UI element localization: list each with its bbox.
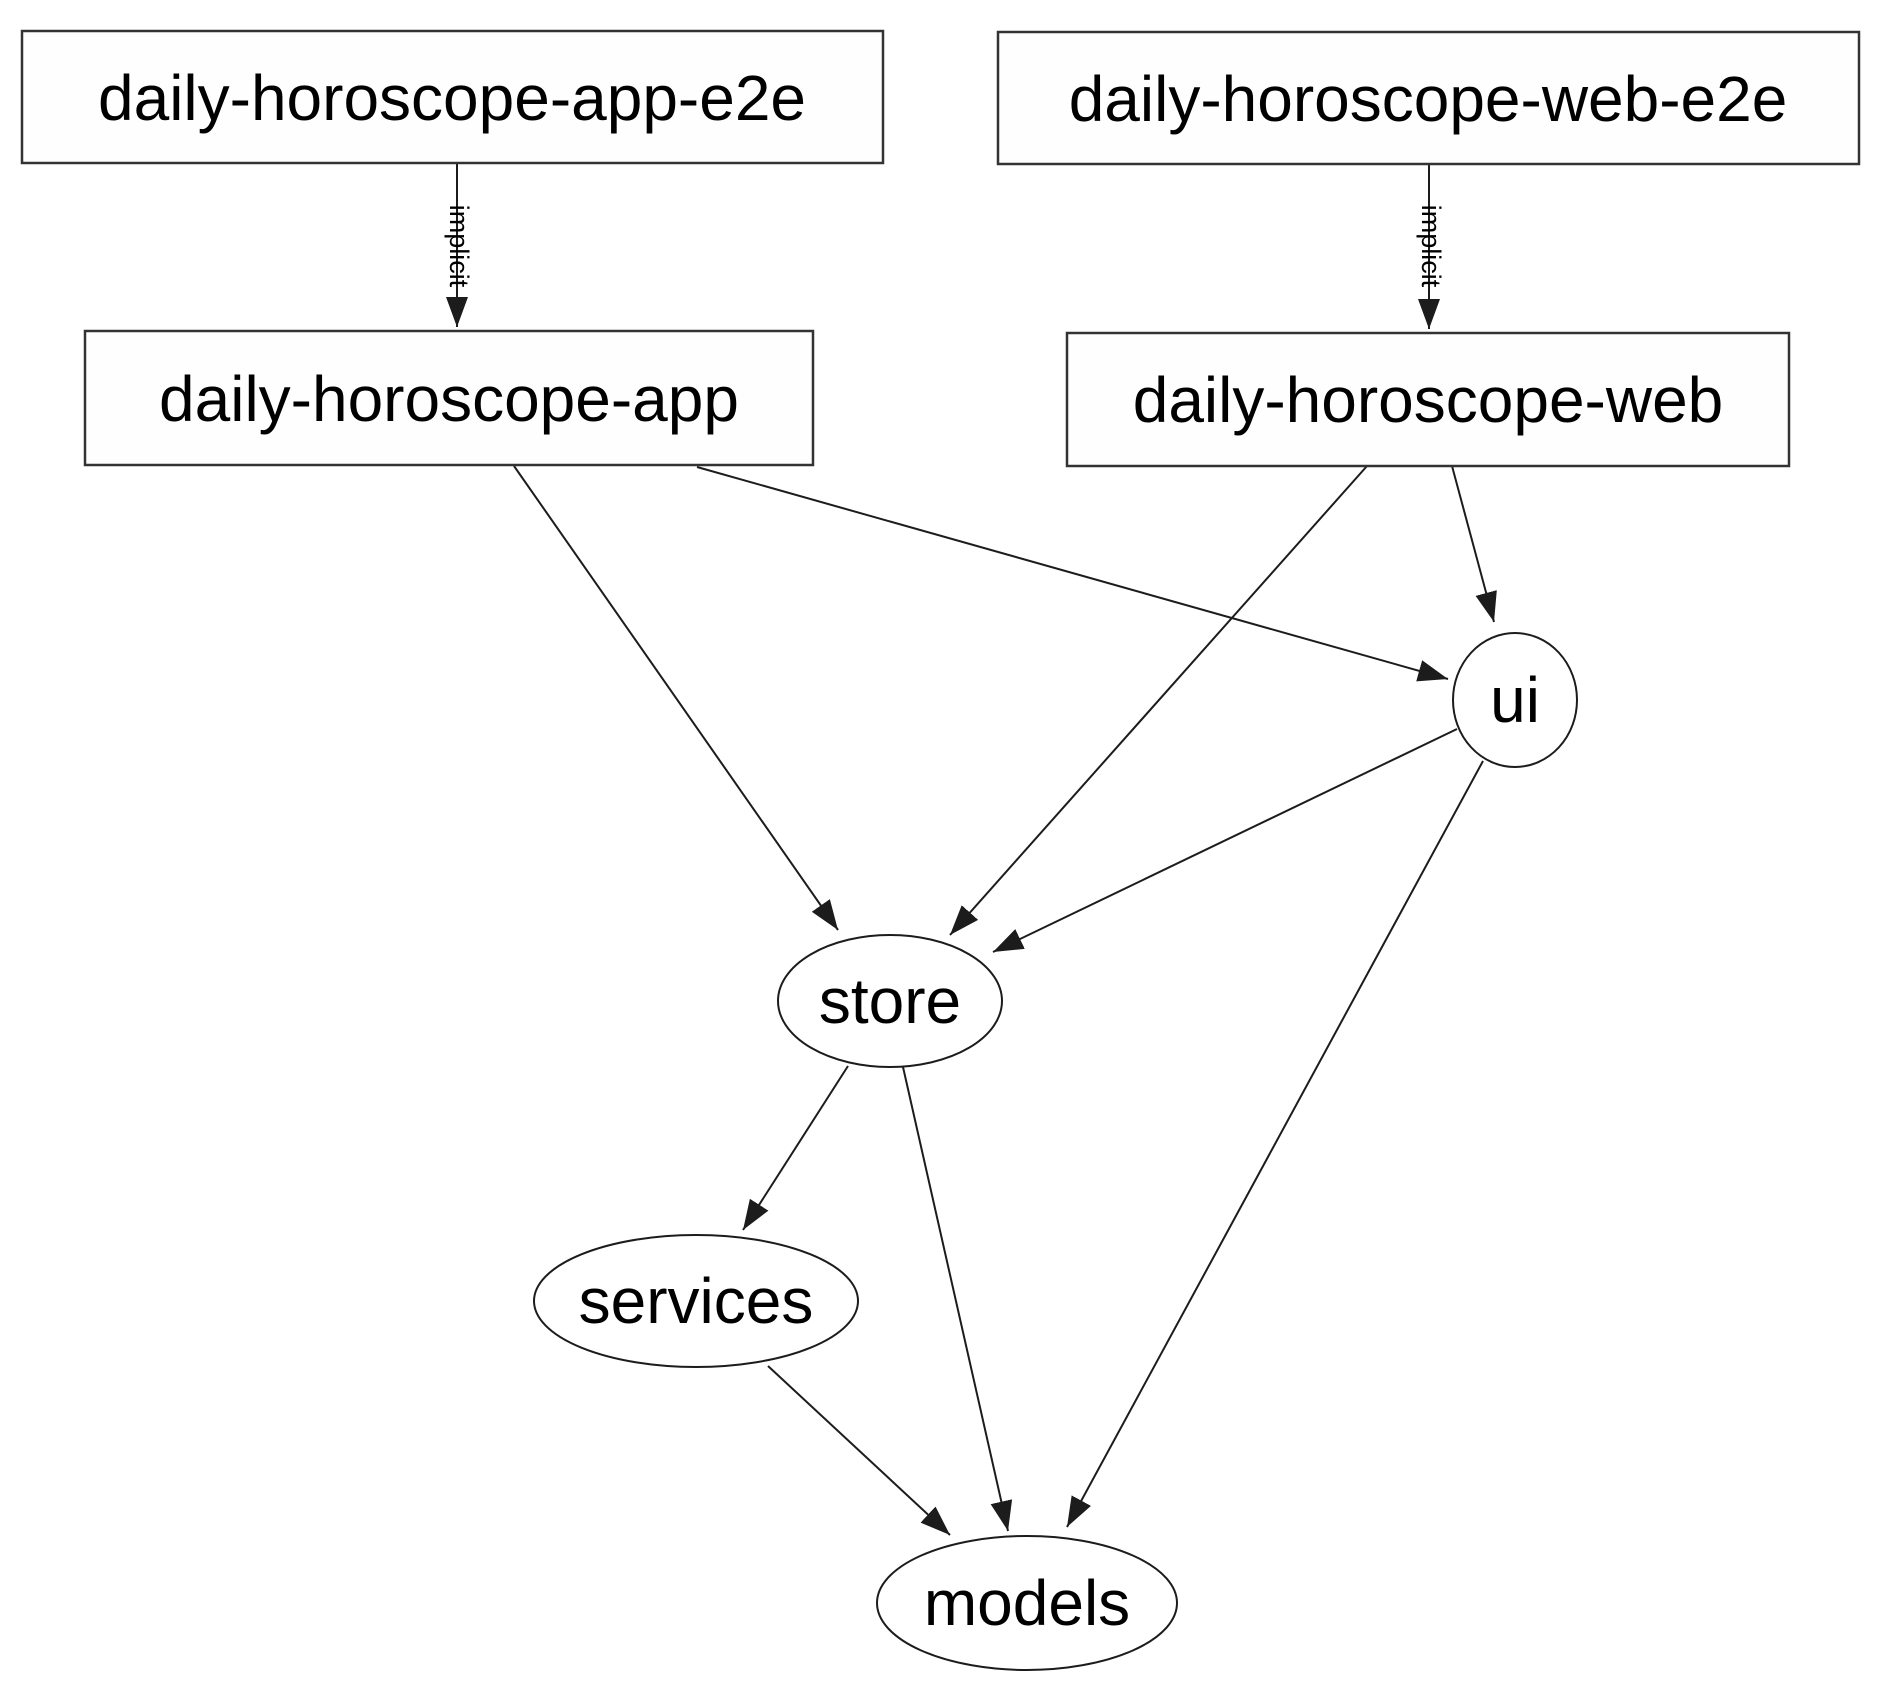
node-label: models xyxy=(924,1567,1130,1639)
node-label: daily-horoscope-web xyxy=(1133,364,1724,436)
node-daily-horoscope-app-e2e: daily-horoscope-app-e2e xyxy=(20,29,885,165)
node-ellipse xyxy=(1452,632,1578,768)
node-label: daily-horoscope-app-e2e xyxy=(98,62,806,134)
edge-web-to-ui xyxy=(1451,465,1497,623)
node-label: services xyxy=(579,1265,814,1337)
edge-app-to-store xyxy=(513,465,839,931)
node-ellipse xyxy=(533,1234,859,1368)
edge-app-to-ui xyxy=(696,466,1449,682)
node-box xyxy=(20,29,885,165)
node-ui: ui xyxy=(1452,632,1578,768)
node-store: store xyxy=(777,934,1003,1068)
node-label: daily-horoscope-app xyxy=(159,363,739,435)
edge-label-implicit-app: implicit xyxy=(444,205,474,288)
edge-labels-layer: implicit implicit xyxy=(444,205,1446,288)
node-daily-horoscope-app: daily-horoscope-app xyxy=(83,329,815,467)
node-daily-horoscope-web-e2e: daily-horoscope-web-e2e xyxy=(996,30,1861,166)
edge-ui-to-models xyxy=(1066,760,1484,1528)
node-box xyxy=(83,329,815,467)
node-label: ui xyxy=(1490,664,1540,736)
node-label: daily-horoscope-web-e2e xyxy=(1069,63,1788,135)
node-ellipse xyxy=(876,1535,1178,1671)
node-services: services xyxy=(533,1234,859,1368)
node-label: store xyxy=(819,965,961,1037)
edges-layer xyxy=(446,163,1497,1536)
edge-services-to-models xyxy=(767,1365,951,1536)
node-box xyxy=(1065,331,1791,468)
edge-store-to-models xyxy=(902,1066,1013,1532)
edge-label-implicit-web: implicit xyxy=(1416,205,1446,288)
edge-store-to-services xyxy=(742,1065,849,1231)
node-ellipse xyxy=(777,934,1003,1068)
node-box xyxy=(996,30,1861,166)
node-daily-horoscope-web: daily-horoscope-web xyxy=(1065,331,1791,468)
edge-web-to-store xyxy=(949,465,1368,936)
edge-ui-to-store xyxy=(992,728,1458,953)
node-models: models xyxy=(876,1535,1178,1671)
